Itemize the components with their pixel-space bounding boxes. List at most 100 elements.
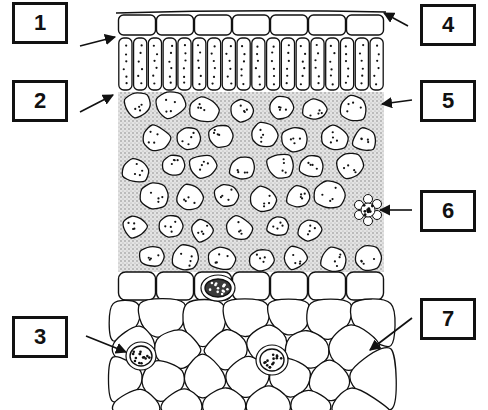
chloroplast — [307, 162, 309, 164]
palisade-cell — [340, 38, 353, 90]
spongy-cell — [140, 183, 168, 209]
chloroplast — [321, 112, 323, 114]
chloroplast — [155, 67, 157, 69]
chloroplast — [318, 109, 320, 111]
chloroplast — [281, 225, 283, 227]
vessel — [272, 361, 275, 364]
chloroplast — [169, 76, 171, 78]
chloroplast — [183, 67, 185, 69]
chloroplast — [283, 162, 285, 164]
chloroplast — [226, 255, 228, 257]
chloroplast — [336, 265, 338, 267]
chloroplast — [141, 170, 143, 172]
chloroplast — [213, 60, 215, 62]
chloroplast — [292, 137, 294, 139]
chloroplast — [133, 222, 135, 224]
vessel — [135, 357, 138, 360]
chloroplast — [281, 170, 283, 172]
chloroplast — [170, 67, 172, 69]
chloroplast — [361, 60, 363, 62]
chloroplast — [262, 261, 264, 263]
chloroplast — [150, 257, 152, 259]
callout-number: 3 — [34, 326, 46, 348]
spongy-cell — [231, 99, 254, 122]
chloroplast — [164, 225, 166, 227]
chloroplast — [165, 99, 167, 101]
chloroplast — [309, 114, 311, 116]
vessel — [264, 361, 267, 364]
palisade-cell — [252, 38, 265, 90]
chloroplast — [170, 52, 172, 54]
chloroplast — [171, 231, 173, 233]
vessel — [268, 366, 271, 369]
chloroplast — [260, 141, 262, 143]
chloroplast — [149, 131, 151, 133]
palisade-cell — [207, 38, 220, 90]
chloroplast — [214, 45, 216, 47]
chloroplast — [335, 187, 337, 189]
chloroplast — [230, 45, 232, 47]
chloroplast — [360, 106, 362, 108]
chloroplast — [125, 53, 127, 55]
chloroplast — [288, 60, 290, 62]
cell-layers — [108, 11, 396, 410]
chloroplast — [271, 51, 273, 53]
vessel — [223, 284, 226, 287]
chloroplast — [177, 159, 179, 161]
leader-arrow — [86, 336, 126, 352]
spongy-cell — [214, 185, 238, 207]
chloroplast — [272, 226, 274, 228]
chloroplast — [268, 195, 270, 197]
chloroplast — [240, 233, 242, 235]
chloroplast — [299, 260, 301, 262]
chloroplast — [264, 256, 266, 258]
vessel — [138, 362, 141, 365]
chloroplast — [373, 258, 375, 260]
callout-box: 5 — [420, 80, 476, 122]
vascular-bundle-sheath — [201, 275, 235, 301]
chloroplast — [153, 142, 155, 144]
chloroplast — [170, 226, 172, 228]
chloroplast — [262, 134, 264, 136]
chloroplast — [279, 222, 281, 224]
chloroplast — [292, 254, 294, 256]
chloroplast — [243, 110, 245, 112]
chloroplast — [214, 129, 216, 131]
vessel — [209, 288, 212, 291]
vascular-bundle-sheath — [126, 342, 156, 370]
chloroplast — [273, 46, 275, 48]
spongy-cell — [314, 181, 345, 208]
vessel — [217, 287, 220, 290]
vascular-bundle-sheath — [256, 345, 288, 375]
vessel — [132, 350, 135, 353]
chloroplast — [256, 254, 258, 256]
chloroplast — [283, 158, 285, 160]
chloroplast — [125, 45, 127, 47]
chloroplast — [314, 227, 316, 229]
vessel — [226, 288, 229, 291]
spongy-cell — [159, 216, 183, 237]
chloroplast — [138, 60, 140, 62]
chloroplast — [171, 45, 173, 47]
chloroplast — [377, 67, 379, 69]
chloroplast — [240, 68, 242, 70]
chloroplast — [188, 265, 190, 267]
chloroplast — [329, 200, 331, 202]
chloroplast — [228, 60, 230, 62]
chloroplast — [311, 164, 313, 166]
vessel — [132, 353, 135, 356]
chloroplast — [203, 161, 205, 163]
chloroplast — [165, 110, 167, 112]
vessel — [272, 357, 275, 360]
chloroplast — [285, 109, 287, 111]
chloroplast — [148, 141, 150, 143]
chloroplast — [202, 233, 204, 235]
vessel — [223, 284, 226, 287]
chloroplast — [174, 101, 176, 103]
chloroplast — [184, 52, 186, 54]
chloroplast — [299, 138, 301, 140]
chloroplast — [134, 173, 136, 175]
chloroplast — [184, 44, 186, 46]
chloroplast — [273, 75, 275, 77]
chloroplast — [193, 202, 195, 204]
